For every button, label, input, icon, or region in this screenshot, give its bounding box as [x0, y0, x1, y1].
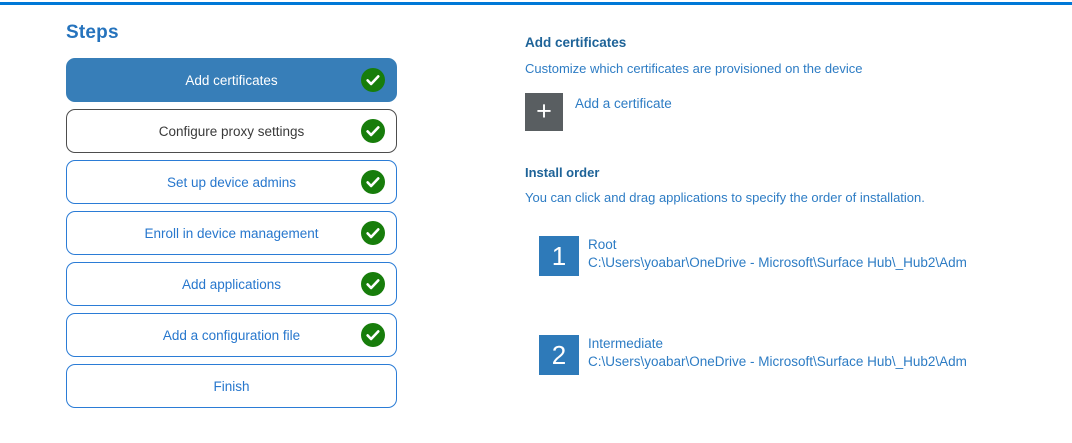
steps-panel-title: Steps — [66, 22, 119, 43]
step-add-a-configuration-file[interactable]: Add a configuration file — [66, 313, 397, 357]
plus-icon[interactable]: + — [525, 93, 563, 131]
step-label: Enroll in device management — [144, 225, 319, 241]
check-icon — [361, 68, 385, 92]
step-label: Add a configuration file — [162, 327, 301, 343]
top-accent-line — [0, 2, 1072, 5]
certificate-path: C:\Users\yoabar\OneDrive - Microsoft\Sur… — [588, 255, 967, 270]
step-add-certificates[interactable]: Add certificates — [66, 58, 397, 102]
step-add-applications[interactable]: Add applications — [66, 262, 397, 306]
step-configure-proxy-settings[interactable]: Configure proxy settings — [66, 109, 397, 153]
check-icon — [361, 170, 385, 194]
step-label: Add certificates — [185, 72, 278, 88]
step-finish[interactable]: Finish — [66, 364, 397, 408]
install-order-title: Install order — [525, 165, 600, 180]
certificate-name: Root — [588, 237, 617, 252]
order-number: 1 — [551, 240, 567, 271]
plus-glyph: + — [536, 95, 552, 126]
install-order-item-intermediate[interactable]: 2 Intermediate C:\Users\yoabar\OneDrive … — [539, 335, 1040, 375]
steps-panel: Steps Add certificates Configure proxy s… — [66, 22, 397, 415]
add-certificate-button[interactable]: + Add a certificate — [525, 93, 755, 131]
order-number-badge: 2 — [539, 335, 579, 375]
step-label: Set up device admins — [166, 174, 297, 190]
order-number: 2 — [551, 339, 567, 370]
order-item-text: Root C:\Users\yoabar\OneDrive - Microsof… — [588, 237, 967, 270]
check-icon — [361, 119, 385, 143]
order-item-text: Intermediate C:\Users\yoabar\OneDrive - … — [588, 336, 967, 369]
step-set-up-device-admins[interactable]: Set up device admins — [66, 160, 397, 204]
content-panel: Add certificates Customize which certifi… — [525, 35, 1040, 375]
check-icon — [361, 221, 385, 245]
step-enroll-in-device-management[interactable]: Enroll in device management — [66, 211, 397, 255]
add-certificate-label: Add a certificate — [575, 96, 672, 111]
check-icon — [361, 323, 385, 347]
install-order-item-root[interactable]: 1 Root C:\Users\yoabar\OneDrive - Micros… — [539, 236, 1040, 276]
certificate-name: Intermediate — [588, 336, 664, 351]
step-label: Finish — [213, 378, 250, 394]
certificate-path: C:\Users\yoabar\OneDrive - Microsoft\Sur… — [588, 354, 967, 369]
page-subtitle: Customize which certificates are provisi… — [525, 61, 863, 76]
page-title: Add certificates — [525, 35, 627, 50]
step-label: Configure proxy settings — [158, 123, 305, 139]
step-label: Add applications — [181, 276, 282, 292]
order-number-badge: 1 — [539, 236, 579, 276]
install-order-subtitle: You can click and drag applications to s… — [525, 190, 925, 205]
check-icon — [361, 272, 385, 296]
